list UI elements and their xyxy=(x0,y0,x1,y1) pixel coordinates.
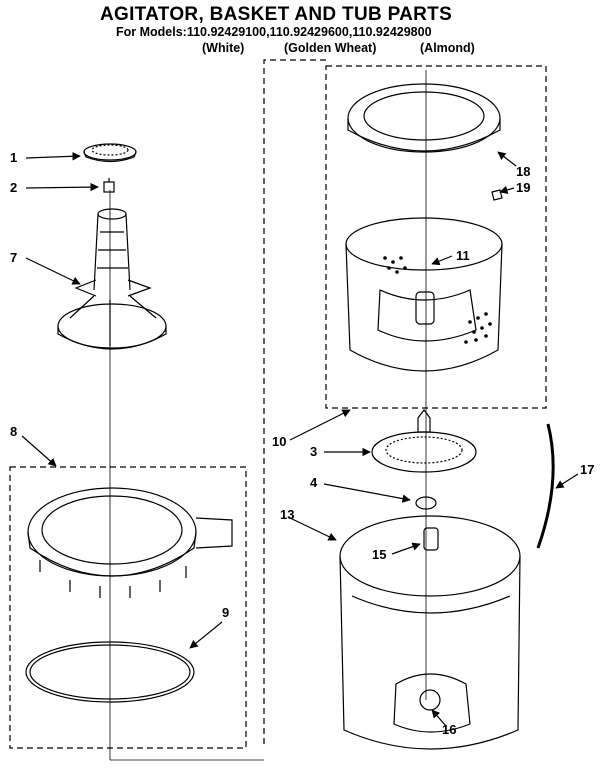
variant-golden-wheat: (Golden Wheat) xyxy=(284,41,377,55)
callout-19: 19 xyxy=(516,180,531,195)
callout-7: 7 xyxy=(10,250,18,265)
callout-15: 15 xyxy=(372,547,387,562)
callout-2: 2 xyxy=(10,180,18,195)
wash-basket xyxy=(345,217,503,372)
callout-4: 4 xyxy=(310,475,318,490)
callout-17: 17 xyxy=(580,462,595,477)
agitator xyxy=(57,208,167,350)
bracket-line-13 xyxy=(263,59,326,748)
outer-tub xyxy=(339,515,521,750)
tub-hose xyxy=(536,423,555,549)
callout-16: 16 xyxy=(442,722,457,737)
agitator-bolt xyxy=(103,178,115,193)
retaining-clip xyxy=(415,496,437,510)
callout-10: 10 xyxy=(272,434,287,449)
callout-3: 3 xyxy=(310,444,318,459)
callout-leaders xyxy=(21,151,579,727)
balance-ring-clip xyxy=(491,189,503,201)
group-box-8 xyxy=(9,466,247,749)
diagram-title: AGITATOR, BASKET AND TUB PARTS xyxy=(100,4,453,25)
callout-1: 1 xyxy=(10,150,18,165)
balance-ring xyxy=(347,83,501,153)
agitator-cap xyxy=(83,143,137,163)
basket-drive-hub xyxy=(371,409,477,473)
callout-18: 18 xyxy=(516,164,531,179)
variant-white: (White) xyxy=(202,41,245,55)
callout-9: 9 xyxy=(222,605,230,620)
group-box-10 xyxy=(325,65,547,409)
variant-almond: (Almond) xyxy=(420,41,475,55)
tub-ring-gasket xyxy=(25,641,195,703)
models-line: For Models:110.92429100,110.92429600,110… xyxy=(116,25,432,39)
tub-ring xyxy=(27,487,233,598)
callout-13: 13 xyxy=(280,507,295,522)
callout-8: 8 xyxy=(10,424,18,439)
callout-11: 11 xyxy=(456,248,470,263)
